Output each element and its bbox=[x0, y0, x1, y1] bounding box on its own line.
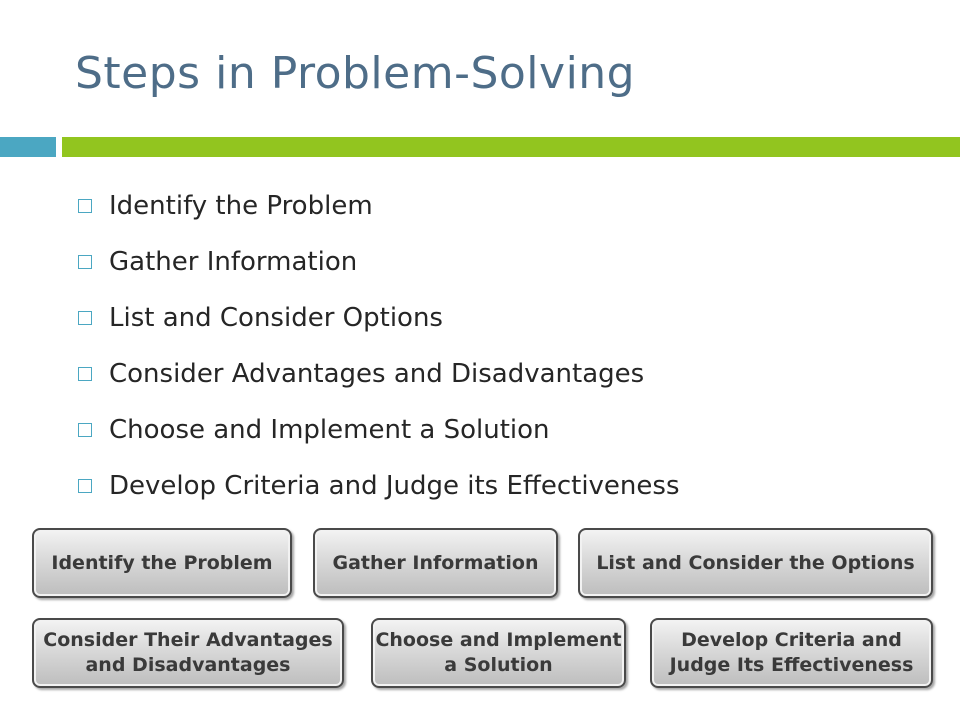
bullet-text: Choose and Implement a Solution bbox=[109, 415, 550, 445]
step-box-list-options: List and Consider the Options bbox=[578, 528, 933, 598]
bullet-text: Develop Criteria and Judge its Effective… bbox=[109, 471, 680, 501]
bullet-item: Gather Information bbox=[78, 234, 680, 290]
bullet-text: List and Consider Options bbox=[109, 303, 443, 333]
square-bullet-icon bbox=[78, 423, 92, 437]
step-box-text: Develop Criteria and bbox=[681, 629, 902, 651]
step-box-text: Consider Their Advantages bbox=[43, 629, 333, 651]
step-box-text: Choose and Implement bbox=[375, 629, 622, 651]
bullet-item: Consider Advantages and Disadvantages bbox=[78, 346, 680, 402]
square-bullet-icon bbox=[78, 255, 92, 269]
bullet-item: List and Consider Options bbox=[78, 290, 680, 346]
bullet-item: Develop Criteria and Judge its Effective… bbox=[78, 458, 680, 514]
square-bullet-icon bbox=[78, 199, 92, 213]
bullet-item: Choose and Implement a Solution bbox=[78, 402, 680, 458]
step-box-text: Gather Information bbox=[332, 551, 539, 574]
step-box-consider-advantages: Consider Their Advantages and Disadvanta… bbox=[32, 618, 344, 688]
steps-figure: Identify the Problem Gather Information … bbox=[28, 518, 948, 696]
square-bullet-icon bbox=[78, 479, 92, 493]
step-box-choose-solution: Choose and Implement a Solution bbox=[371, 618, 626, 688]
slide-title: Steps in Problem-Solving bbox=[75, 48, 636, 99]
square-bullet-icon bbox=[78, 367, 92, 381]
accent-bar-blue bbox=[0, 137, 56, 157]
square-bullet-icon bbox=[78, 311, 92, 325]
step-box-gather-information: Gather Information bbox=[313, 528, 558, 598]
step-box-text: a Solution bbox=[444, 654, 553, 676]
accent-bar-green bbox=[62, 137, 960, 157]
step-box-text: and Disadvantages bbox=[85, 654, 291, 676]
step-box-text: Identify the Problem bbox=[51, 551, 273, 574]
step-box-text: Judge Its Effectiveness bbox=[669, 654, 914, 676]
bullet-text: Identify the Problem bbox=[109, 191, 373, 221]
step-box-text: List and Consider the Options bbox=[596, 551, 915, 574]
step-box-develop-criteria: Develop Criteria and Judge Its Effective… bbox=[650, 618, 933, 688]
bullet-item: Identify the Problem bbox=[78, 178, 680, 234]
bullet-text: Gather Information bbox=[109, 247, 358, 277]
bullet-list: Identify the Problem Gather Information … bbox=[78, 178, 680, 514]
bullet-text: Consider Advantages and Disadvantages bbox=[109, 359, 645, 389]
step-box-identify-problem: Identify the Problem bbox=[32, 528, 292, 598]
